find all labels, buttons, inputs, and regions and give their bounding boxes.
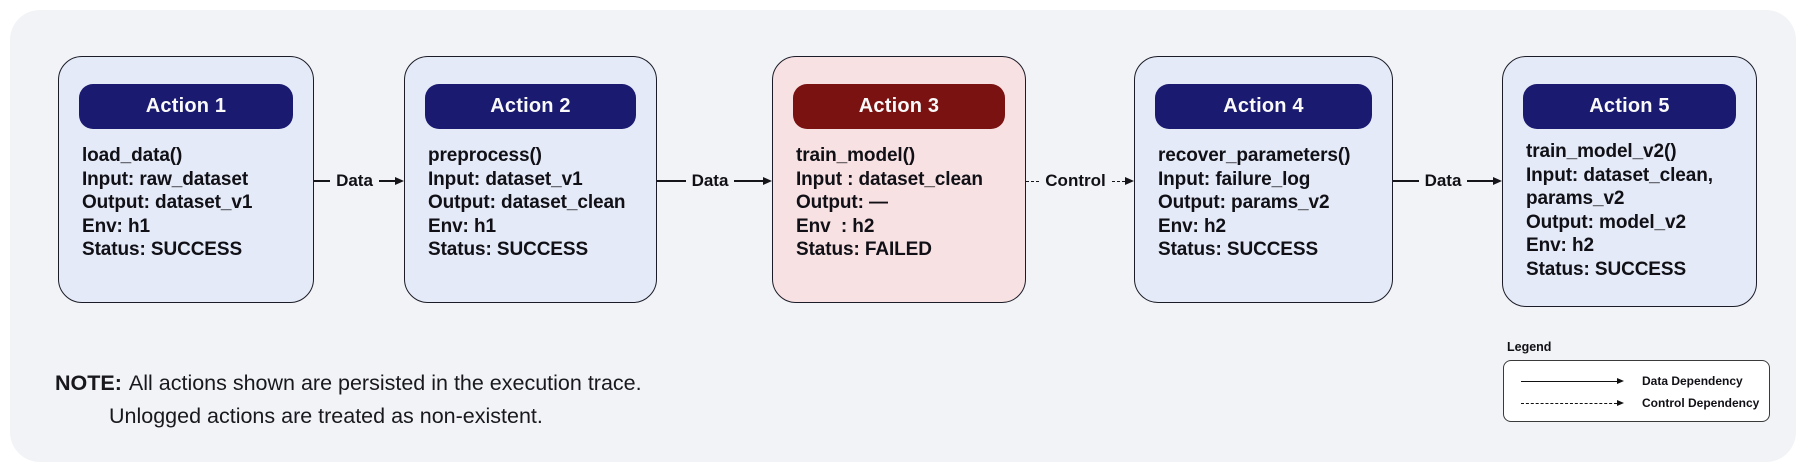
note-line-2: Unlogged actions are treated as non-exis… <box>109 404 543 428</box>
arrow-line <box>657 180 686 182</box>
env-line: Env : h2 <box>796 215 875 237</box>
connector-data-3: Data <box>1393 169 1503 193</box>
output-line: Output: dataset_v1 <box>82 192 253 214</box>
action-1-header: Action 1 <box>79 84 293 129</box>
arrow-line <box>1393 180 1419 182</box>
action-3-title: Action 3 <box>858 95 940 117</box>
status-line: Status: SUCCESS <box>428 239 589 261</box>
action-4-title: Action 4 <box>1223 95 1304 117</box>
connector-data-2: Data <box>657 169 773 193</box>
action-1-body: load_data() Input: raw_dataset Output: d… <box>59 129 313 262</box>
action-5-header: Action 5 <box>1523 84 1736 129</box>
action-4-header: Action 4 <box>1155 84 1372 129</box>
action-card-4: Action 4 recover_parameters() Input: fai… <box>1134 56 1393 303</box>
function-name: recover_parameters() <box>1158 145 1351 166</box>
arrowhead-icon <box>395 177 405 185</box>
arrowhead-icon <box>1493 177 1503 185</box>
output-line: Output: — <box>796 192 888 214</box>
status-line: Status: SUCCESS <box>82 239 243 261</box>
action-card-1: Action 1 load_data() Input: raw_dataset … <box>58 56 314 303</box>
env-line: Env: h2 <box>1158 215 1226 237</box>
arrow-line <box>314 180 331 182</box>
action-3-header: Action 3 <box>793 84 1005 129</box>
note: NOTE:All actions shown are persisted in … <box>55 367 642 433</box>
legend-row-data: Data Dependency <box>1521 370 1769 392</box>
legend-label-control: Control Dependency <box>1642 396 1760 410</box>
connector-control: Control <box>1026 169 1134 193</box>
action-2-header: Action 2 <box>425 84 636 129</box>
connector-label: Data <box>1424 171 1462 190</box>
action-5-body: train_model_v2() Input: dataset_clean, p… <box>1503 129 1756 282</box>
output-line: Output: params_v2 <box>1158 192 1330 214</box>
arrow-line <box>734 180 764 182</box>
legend: Legend Data Dependency Control Dependenc… <box>1503 340 1770 422</box>
control-dependency-arrow-icon <box>1521 400 1624 406</box>
function-name: preprocess() <box>428 145 542 166</box>
input-line: Input: dataset_clean, <box>1526 164 1713 186</box>
input-line: Input: raw_dataset <box>82 168 249 190</box>
connector-label: Data <box>336 171 373 190</box>
status-line: Status: SUCCESS <box>1526 258 1687 280</box>
action-1-title: Action 1 <box>145 95 227 117</box>
action-4-body: recover_parameters() Input: failure_log … <box>1135 129 1392 262</box>
connector-label: Data <box>691 171 729 190</box>
data-dependency-arrow-icon <box>1521 378 1624 384</box>
legend-label-data: Data Dependency <box>1642 374 1743 388</box>
env-line: Env: h1 <box>428 215 496 237</box>
action-2-body: preprocess() Input: dataset_v1 Output: d… <box>405 129 656 262</box>
status-line: Status: SUCCESS <box>1158 239 1319 261</box>
arrowhead-icon <box>763 177 773 185</box>
arrow-line <box>1467 180 1494 182</box>
dashed-arrow-line <box>1026 180 1040 182</box>
env-line: Env: h2 <box>1526 235 1594 257</box>
input-line: Input : dataset_clean <box>796 168 983 190</box>
connector-label: Control <box>1045 171 1106 190</box>
action-card-5: Action 5 train_model_v2() Input: dataset… <box>1502 56 1757 307</box>
action-2-title: Action 2 <box>490 95 571 117</box>
note-text-1: All actions shown are persisted in the e… <box>128 371 642 395</box>
legend-row-control: Control Dependency <box>1521 392 1769 414</box>
note-prefix: NOTE: <box>55 371 122 395</box>
input-line: Input: dataset_v1 <box>428 168 583 190</box>
function-name: load_data() <box>82 145 183 166</box>
status-line: Status: FAILED <box>796 239 932 261</box>
arrow-line <box>378 180 396 182</box>
action-5-title: Action 5 <box>1589 95 1670 117</box>
function-name: train_model_v2() <box>1526 141 1677 162</box>
arrowhead-icon <box>1125 177 1134 185</box>
connector-data-1: Data <box>314 169 405 193</box>
input-line-continued: params_v2 <box>1526 188 1625 210</box>
output-line: Output: dataset_clean <box>428 192 626 214</box>
dashed-arrow-line <box>1111 180 1125 182</box>
action-3-body: train_model() Input : dataset_clean Outp… <box>773 129 1025 262</box>
env-line: Env: h1 <box>82 215 150 237</box>
function-name: train_model() <box>796 145 916 166</box>
legend-box: Data Dependency Control Dependency <box>1503 360 1770 422</box>
input-line: Input: failure_log <box>1158 168 1311 190</box>
action-card-3-failed: Action 3 train_model() Input : dataset_c… <box>772 56 1026 303</box>
output-line: Output: model_v2 <box>1526 211 1686 233</box>
action-card-2: Action 2 preprocess() Input: dataset_v1 … <box>404 56 657 303</box>
note-line-1: NOTE:All actions shown are persisted in … <box>55 367 642 400</box>
legend-title: Legend <box>1507 340 1552 354</box>
diagram-canvas: Action 1 load_data() Input: raw_dataset … <box>10 10 1796 462</box>
